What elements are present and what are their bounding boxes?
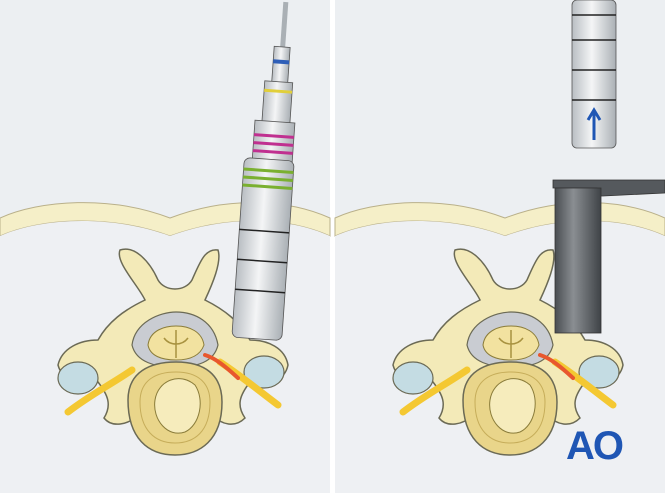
left-panel bbox=[0, 0, 331, 493]
right-panel bbox=[334, 0, 665, 493]
sequential-dilators bbox=[231, 1, 296, 341]
ao-logo: AO bbox=[566, 424, 624, 468]
arrow-up-icon bbox=[586, 107, 602, 140]
tubular-retractor bbox=[552, 179, 665, 334]
dilator-removed bbox=[571, 0, 617, 149]
